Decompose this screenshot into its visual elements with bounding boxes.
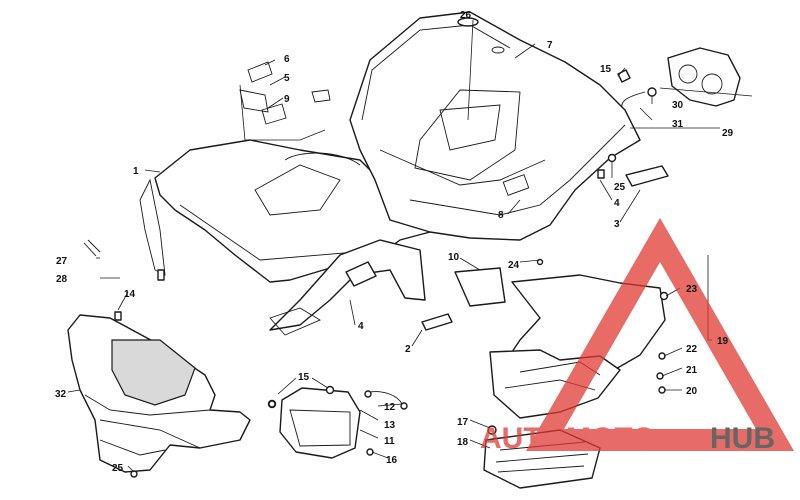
callout-label: 5 [284, 73, 290, 84]
callout-label: 15 [600, 64, 612, 75]
callout-label: 27 [56, 256, 68, 267]
headlight-assembly [267, 385, 408, 459]
callout-label: 18 [457, 437, 469, 448]
callout-label: 29 [722, 128, 734, 139]
automotohub-watermark: AUTO MOTO HUB [480, 217, 795, 455]
callout-label: 7 [547, 40, 553, 51]
front-fender-body [139, 139, 431, 336]
front-bumper-grill [67, 314, 251, 473]
callout-label: 22 [686, 344, 698, 355]
reflector-rear [625, 165, 669, 187]
fender-reflector-mount [345, 261, 377, 287]
rear-light-assembly [617, 47, 741, 109]
callout-label: 3 [614, 219, 620, 230]
decal-set [239, 61, 331, 125]
callout-label: 2 [405, 344, 411, 355]
callout-label: 13 [384, 420, 396, 431]
callout-label: 32 [55, 389, 67, 400]
callout-label: 31 [672, 119, 684, 130]
callout-label: 25 [614, 182, 626, 193]
callout-label: 26 [460, 10, 472, 21]
callout-label: 23 [686, 284, 698, 295]
callout-label: 16 [386, 455, 398, 466]
callout-label: 21 [686, 365, 698, 376]
callout-label: 9 [284, 94, 290, 105]
callout-label: 17 [457, 417, 469, 428]
side-panel [454, 267, 506, 307]
callout-label: 11 [384, 436, 395, 447]
watermark-text-auto: AUTO [480, 422, 564, 455]
watermark-triangle-icon [525, 217, 795, 451]
fasteners [83, 153, 617, 478]
watermark-text-moto: MOTO [566, 422, 655, 455]
callout-label: 1 [133, 166, 139, 177]
watermark-text-hub: HUB [710, 422, 775, 455]
callout-label: 30 [672, 100, 684, 111]
callout-label: 24 [508, 260, 520, 271]
callout-labels: 1 2 3 4 4 5 6 7 8 9 10 11 12 13 14 15 15… [55, 10, 734, 474]
callout-label: 20 [686, 386, 698, 397]
callout-label: 6 [284, 54, 290, 65]
callout-label: 28 [56, 274, 68, 285]
rear-fender-body [349, 11, 641, 241]
callout-label: 4 [614, 198, 620, 209]
callout-label: 10 [448, 252, 460, 263]
callout-label: 25 [112, 463, 124, 474]
callout-label: 12 [384, 402, 396, 413]
callout-label: 4 [358, 321, 364, 332]
callout-label: 8 [498, 210, 504, 221]
callout-label: 15 [298, 372, 310, 383]
callout-label: 14 [124, 289, 136, 300]
reflector-front [421, 313, 453, 331]
callout-label: 19 [717, 336, 729, 347]
